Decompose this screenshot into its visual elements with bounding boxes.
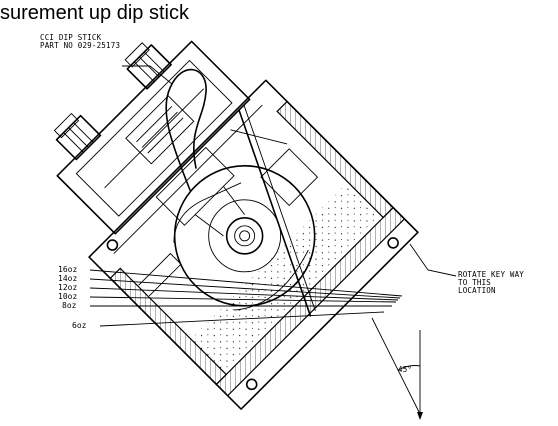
keyway-label-line2: TO THIS <box>458 278 492 287</box>
keyway-label-line3: LOCATION <box>458 286 496 295</box>
dipstick-label-line2: PART NO 029-25173 <box>40 41 121 50</box>
angle-arc <box>397 365 421 371</box>
dipstick-rod <box>238 109 312 317</box>
angle-arrow <box>417 412 423 420</box>
dipstick-label: CCI DIP STICK PART NO 029-25173 <box>40 34 120 50</box>
oil-level-label: 16oz <box>58 265 78 274</box>
valve-cap-2 <box>124 42 172 90</box>
shaft-hub <box>225 217 264 255</box>
sump-wall-right <box>276 100 394 219</box>
keyway-leader <box>409 243 457 277</box>
oil-level-label: 8oz <box>62 301 77 310</box>
oil-level-label: 6oz <box>72 321 87 330</box>
dipstick-leader <box>122 65 173 85</box>
dipstick-label-line1: CCI DIP STICK <box>40 33 102 42</box>
oil-level-label: 12oz <box>58 283 78 292</box>
oil-region <box>190 182 384 375</box>
angle-label: 45° <box>398 365 413 374</box>
oil-level-label: 10oz <box>58 292 78 301</box>
oil-level-label: 14oz <box>58 274 78 283</box>
page-header-text: surement up dip stick <box>0 2 189 24</box>
angle-ref-line <box>371 317 421 415</box>
cylinder-head <box>56 40 251 235</box>
keyway-label-line1: ROTATE KEY WAY <box>458 270 525 279</box>
dipstick-loop <box>165 68 207 191</box>
compressor-body <box>53 40 419 410</box>
valve-cap-1 <box>53 112 102 161</box>
oil-level-lines <box>89 269 403 327</box>
keyway-label: ROTATE KEY WAY TO THIS LOCATION <box>458 271 524 295</box>
